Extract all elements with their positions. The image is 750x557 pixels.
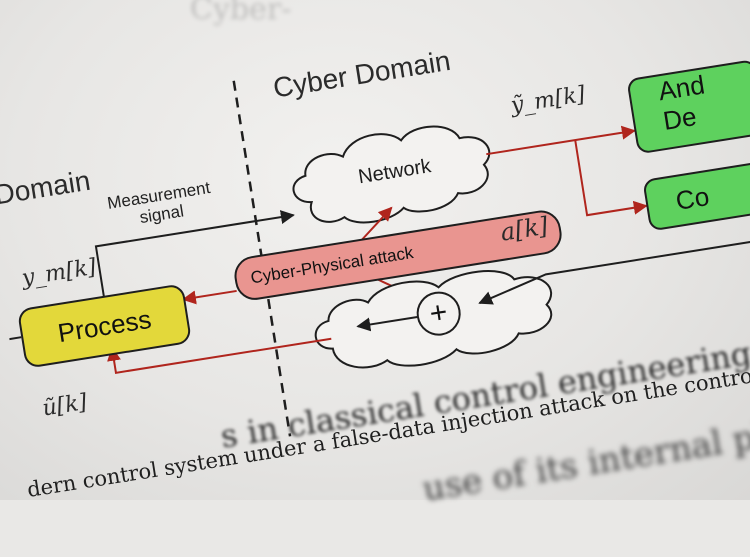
control-input-arrow [107, 337, 332, 374]
attack-to-process-arrow [181, 289, 237, 305]
process-label: Process [55, 303, 154, 348]
anomaly-label-line1: And [656, 69, 707, 107]
controller-label: Co [673, 180, 712, 216]
sum-symbol: + [427, 295, 450, 331]
network-cloud [292, 125, 491, 224]
anomaly-label-line2: De [660, 101, 699, 136]
branch-to-controller-arrow [574, 139, 648, 217]
sum-output-arrow [356, 315, 420, 332]
blurred-top-title: Cyber- [190, 0, 292, 27]
network-output-arrow [486, 125, 636, 156]
controller-feedback-arrow [478, 240, 750, 305]
process-left-stub [9, 336, 22, 341]
photo-page: Cyber- [0, 0, 750, 510]
measurement-signal-arrow [94, 210, 295, 302]
